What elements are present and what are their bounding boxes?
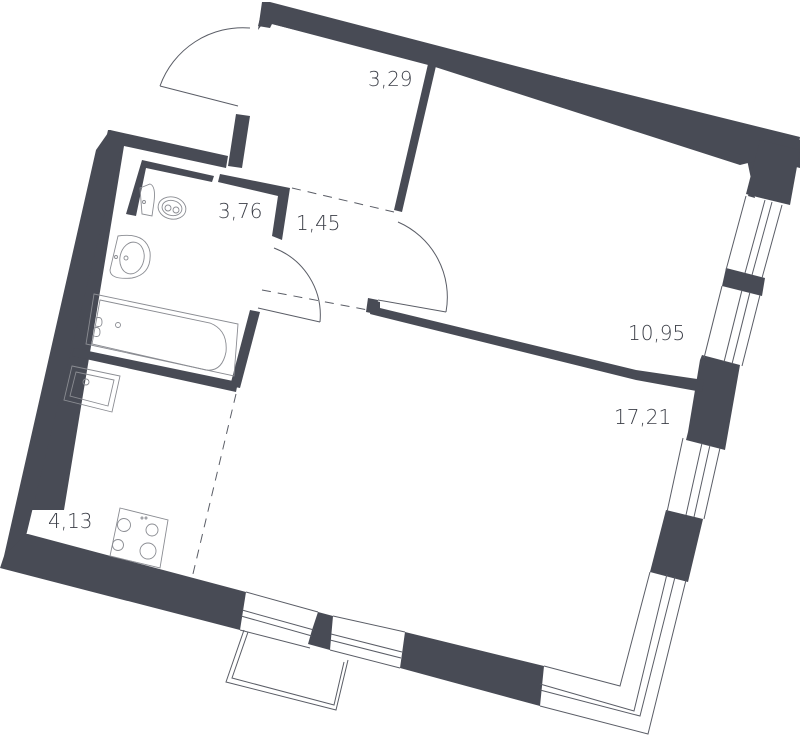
window-living-corner [539,571,687,735]
wall-bathroom-top [126,160,214,216]
wall-bottom-left [0,534,246,630]
wall-bathroom-right [230,310,260,388]
wall-bathroom-bottom [72,348,238,392]
room-area-living-room: 17,21 [614,405,671,429]
wall-entry-stub [228,114,250,168]
kitchen-sink-icon [63,365,121,413]
opening-corridor-bottom [261,289,369,311]
wall-bottom-pier [308,612,333,650]
wall-left-outer [4,130,124,560]
window-bedroom-lower [703,285,761,367]
wall-pier-living [650,510,703,582]
door-bathroom [257,247,321,323]
wall-left [10,130,228,560]
wall-top-main [258,2,800,165]
room-area-corridor: 1,45 [296,211,341,235]
room-area-kitchen: 4,13 [48,509,93,533]
wall-pier-bedroom-mid [722,268,765,296]
window-living-upper [666,437,721,520]
stove-icon [109,507,169,569]
opening-corridor-top [291,187,395,213]
room-area-bathroom: 3,76 [218,199,263,223]
window-bottom-mid [329,615,406,669]
wall-pier-right [686,355,740,450]
opening-kitchen-living [191,393,237,579]
sink-icon [109,234,151,279]
wall-bottom-right [400,632,544,706]
door-bedroom [377,221,448,313]
wall-hall-bedroom [394,64,436,212]
wall-bathroom-right-top [218,174,290,240]
wall-bedroom-living [370,300,704,392]
wall-pier-bedroom-corner [746,140,800,205]
window-bottom-left [239,591,319,649]
window-bedroom-upper [725,195,783,279]
room-area-bedroom: 10,95 [628,321,685,345]
balcony [225,629,349,711]
toilet-icon [139,183,187,220]
wall-corridor-stub [366,298,378,314]
door-entry [159,27,251,107]
bathtub-icon [85,293,239,377]
room-area-hallway-entry: 3,29 [368,67,413,91]
